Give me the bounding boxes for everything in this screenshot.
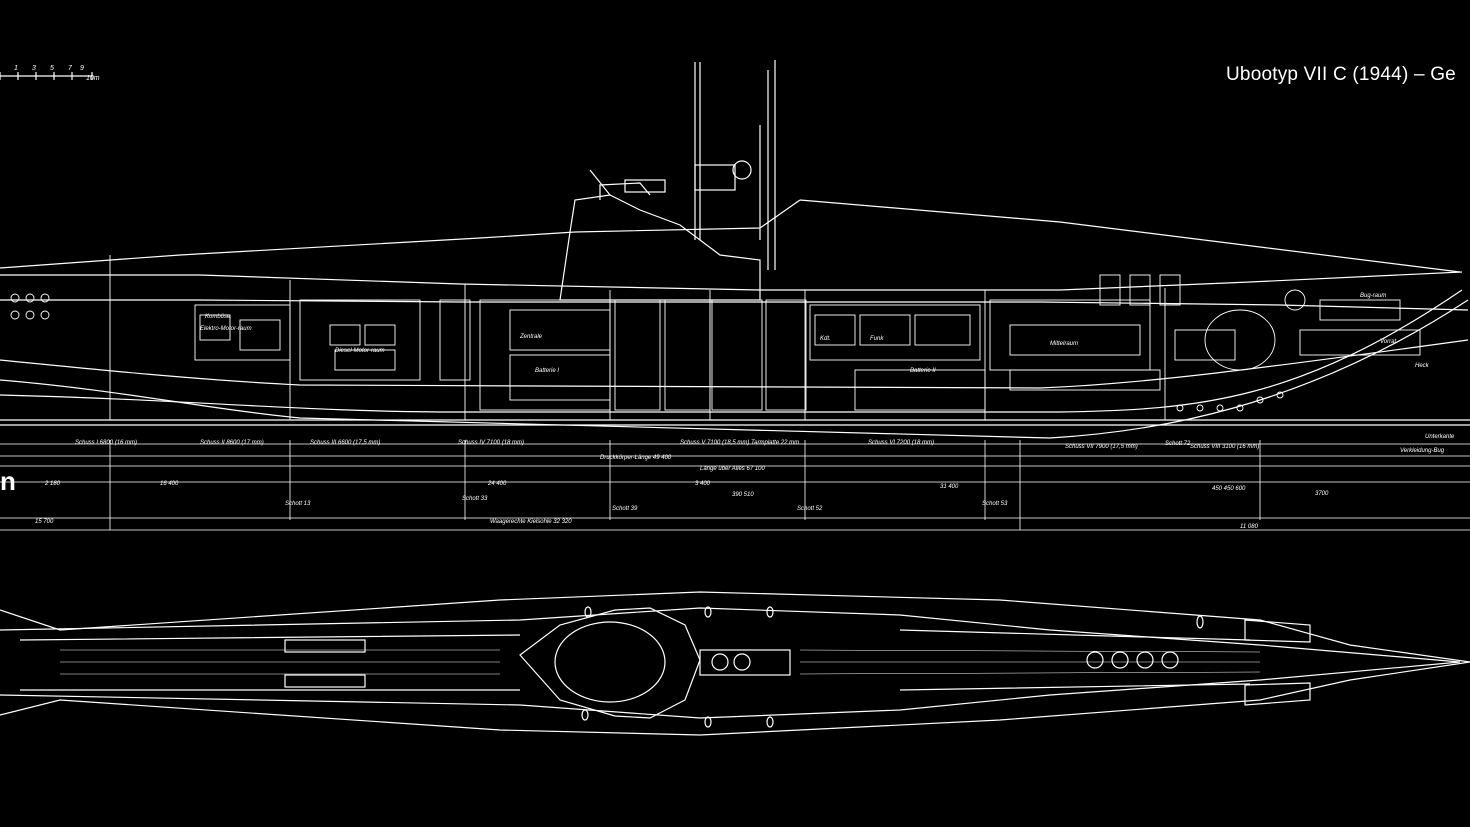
- scale-tick-label: 5: [50, 65, 54, 72]
- scale-tick-label: 10m: [86, 75, 100, 82]
- dim-label: 16 400: [160, 481, 179, 487]
- dim-label: Waagerechte Kielsohle 32 320: [490, 519, 572, 525]
- dim-label: Schuss IV 7100 (18 mm): [458, 440, 524, 446]
- dim-label: Schuss VII 7900 (17,5 mm): [1065, 444, 1138, 450]
- frame-label: Schott 52: [797, 506, 823, 512]
- dim-label: Schuss II 8600 (17 mm): [200, 440, 264, 446]
- dim-label: 15 700: [35, 519, 54, 525]
- compartment-label: Bug-raum: [1360, 293, 1386, 299]
- dim-label: 3700: [1315, 491, 1329, 497]
- dim-label: Unterkante: [1425, 434, 1455, 440]
- scale-tick-label: 3: [32, 65, 36, 72]
- top-view-hull: [0, 591, 1470, 736]
- dim-label: Schuss I 6800 (16 mm): [75, 440, 137, 446]
- frame-label: Schott 72: [1165, 441, 1191, 447]
- dim-label: Länge über Alles 67 100: [700, 466, 765, 472]
- conning-tower: [559, 60, 776, 301]
- scale-tick-label: 9: [80, 65, 84, 72]
- frame-label: Schott 39: [612, 506, 638, 512]
- scale-labels: 1 3 5 7 9 10m: [14, 65, 100, 82]
- dim-label: 11 080: [1240, 524, 1259, 530]
- scale-bar: [0, 72, 93, 80]
- dimension-lines: [0, 440, 1470, 531]
- frame-label: Schott 53: [982, 501, 1008, 507]
- dim-label: Verkleidung-Bug: [1400, 448, 1445, 454]
- dim-label: 31 400: [940, 484, 959, 490]
- frame-label: Schott 13: [285, 501, 311, 507]
- compartment-label: Kdt.: [820, 336, 831, 342]
- dim-label: Schuss V 7100 (18,5 mm) Tarmplatte 22 mm: [680, 440, 799, 446]
- compartment-label: Heck: [1415, 363, 1430, 369]
- dim-label: 2 180: [44, 481, 61, 487]
- compartment-label: Batterie I: [535, 368, 559, 374]
- dim-label: Druckkörper-Länge 49 400: [600, 455, 672, 461]
- compartment-labels: Kombüse Elektro-Motor-raum Diesel-Motor-…: [200, 293, 1430, 374]
- edge-fragment-text: n: [0, 466, 16, 496]
- compartment-label: Batterie II: [910, 368, 936, 374]
- compartment-label: Funk: [870, 336, 884, 342]
- dim-label: Schuss III 6600 (17,5 mm): [310, 440, 380, 446]
- compartment-label: Kombüse: [205, 314, 231, 320]
- page-title: Ubootyp VII C (1944) – Ge: [1226, 64, 1456, 85]
- frame-label: Schott 33: [462, 496, 488, 502]
- compartment-label: Mittelraum: [1050, 341, 1078, 347]
- dimension-labels: Schuss I 6800 (16 mm) Schuss II 8600 (17…: [35, 434, 1455, 530]
- compartment-label: Vorrat: [1380, 339, 1396, 345]
- scale-tick-label: 7: [68, 65, 73, 72]
- scale-tick-label: 1: [14, 65, 18, 72]
- compartment-label: Diesel-Motor-raum: [335, 348, 385, 354]
- dim-label: 24 400: [487, 481, 507, 487]
- side-view-compartments: [10, 255, 1421, 420]
- compartment-label: Zentrale: [519, 334, 543, 340]
- dim-label: 450 450 600: [1212, 486, 1246, 492]
- dim-label: 390 510: [732, 492, 754, 498]
- dim-label: 3 400: [695, 481, 711, 487]
- dim-label: Schuss VI 7200 (18 mm): [868, 440, 934, 446]
- compartment-label: Elektro-Motor-raum: [200, 326, 252, 332]
- dim-label: Schuss VIII 3100 (16 mm): [1190, 444, 1259, 450]
